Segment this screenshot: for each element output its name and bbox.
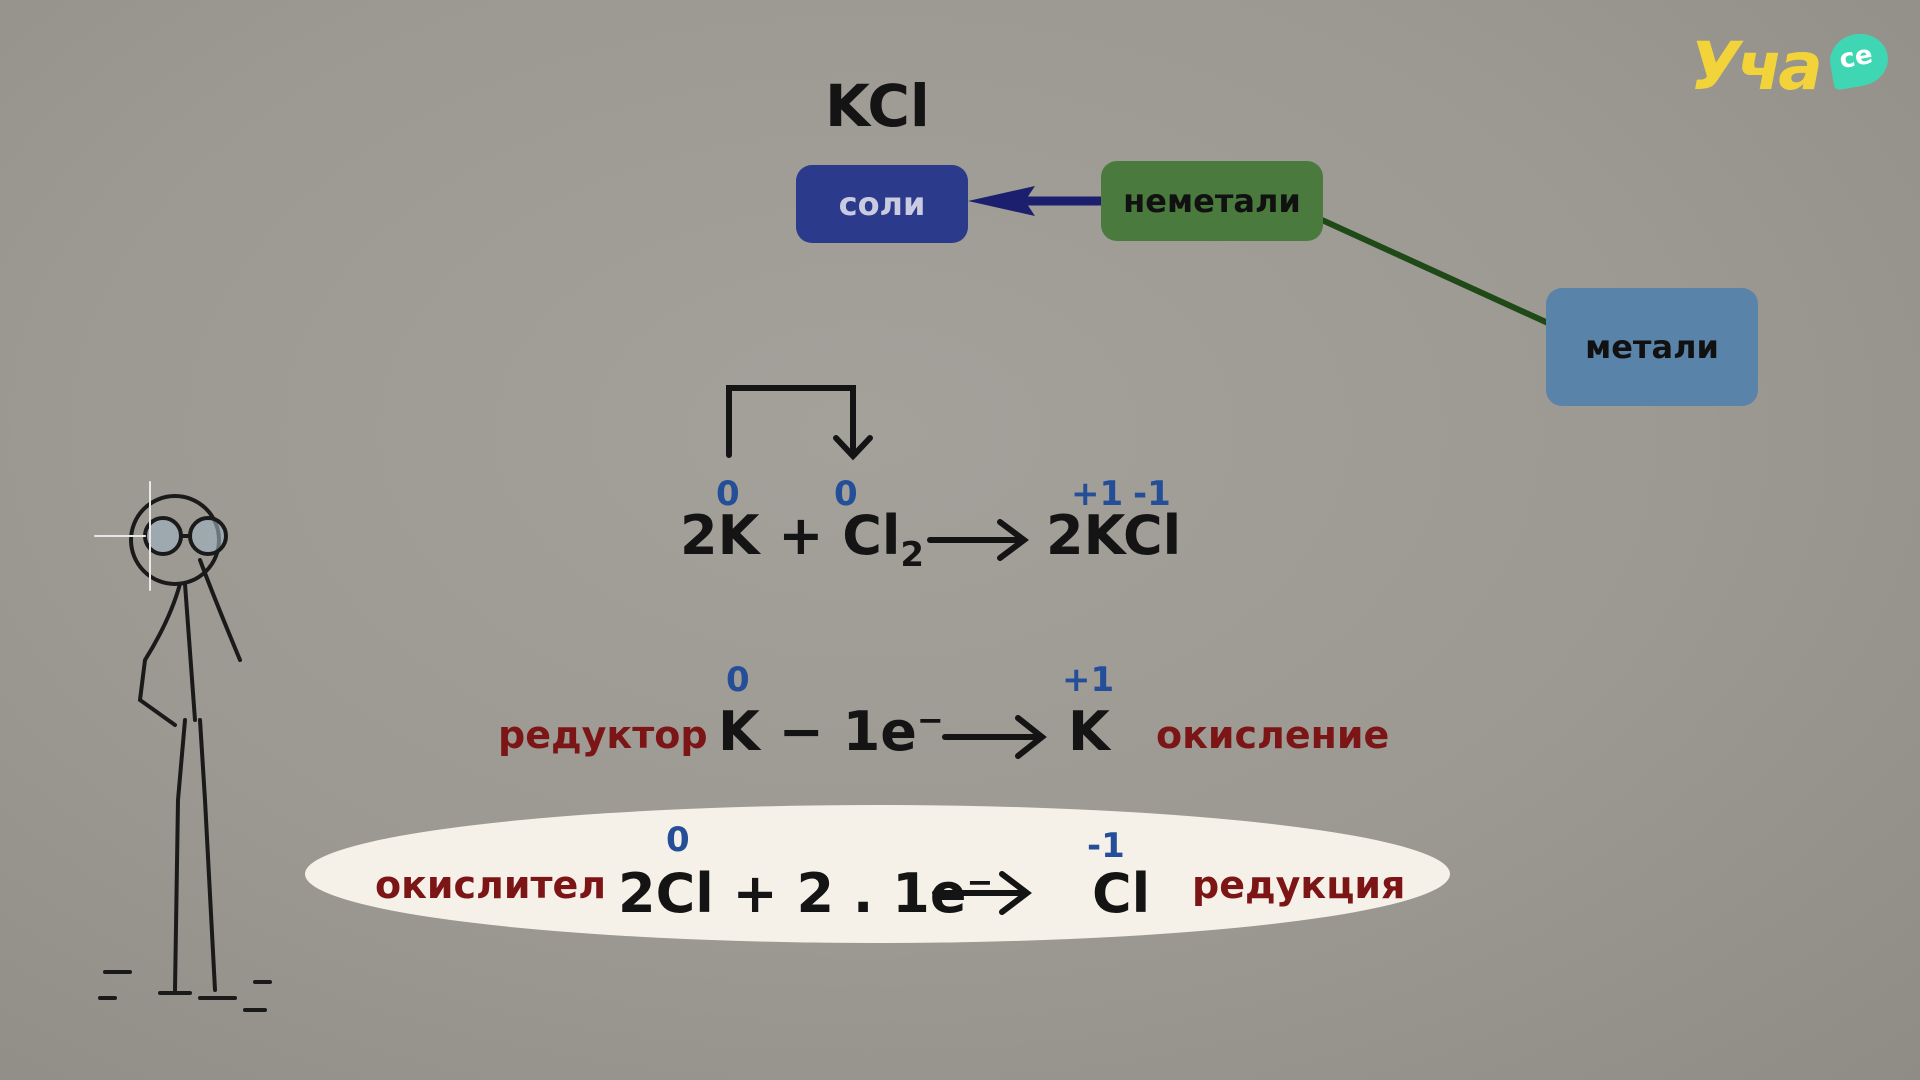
formula-title: KCl	[825, 72, 930, 140]
reaction-arrow	[927, 519, 1029, 561]
reaction-subscript: 2	[900, 534, 925, 575]
label-okislitel: окислител	[375, 863, 607, 907]
ox-state-k: 0	[716, 474, 740, 514]
label-reduktor: редуктор	[498, 713, 708, 757]
electron-transfer-arrow	[726, 385, 856, 458]
ox-state-cl-right: -1	[1087, 826, 1125, 866]
reaction-left-text: 2K + Cl	[680, 504, 901, 567]
reduction-left-text: 2Cl + 2 . 1e	[618, 862, 967, 925]
logo: Уча се	[1690, 28, 1900, 108]
box-soli: соли	[796, 165, 968, 243]
oxidation-left: K − 1e−	[718, 700, 944, 763]
ox-state-kcl-cl: -1	[1133, 474, 1171, 514]
stick-figure	[94, 481, 272, 1012]
logo-text: Уча	[1690, 28, 1823, 105]
ox-state-cl2: 0	[834, 474, 858, 514]
oxidation-left-text: K − 1e	[718, 700, 917, 763]
reduction-right: Cl	[1092, 862, 1151, 925]
highlight-ellipse	[305, 805, 1450, 943]
reduction-arrow	[932, 871, 1032, 915]
box-nemetali: неметали	[1101, 161, 1323, 241]
label-okislenie: окисление	[1156, 713, 1390, 757]
reduction-left: 2Cl + 2 . 1e−	[618, 862, 993, 925]
reaction-right: 2KCl	[1046, 504, 1182, 567]
ox-state-k-left: 0	[726, 660, 750, 700]
nemetali-metali-line	[1320, 217, 1550, 326]
oxidation-right: K	[1068, 700, 1110, 763]
reaction-left: 2K + Cl2	[680, 504, 924, 575]
arrowhead	[968, 186, 1035, 216]
label-redukcia: редукция	[1192, 863, 1406, 907]
oxidation-arrow	[942, 715, 1047, 759]
oxidation-superscript: −	[916, 701, 944, 739]
ox-state-k-right: +1	[1062, 660, 1115, 700]
electron-transfer-arrowhead	[833, 435, 873, 461]
reduction-superscript: −	[966, 863, 994, 901]
ox-state-cl-left: 0	[666, 820, 690, 860]
box-metali: метали	[1546, 288, 1758, 406]
ox-state-kcl-k: +1	[1071, 474, 1124, 514]
